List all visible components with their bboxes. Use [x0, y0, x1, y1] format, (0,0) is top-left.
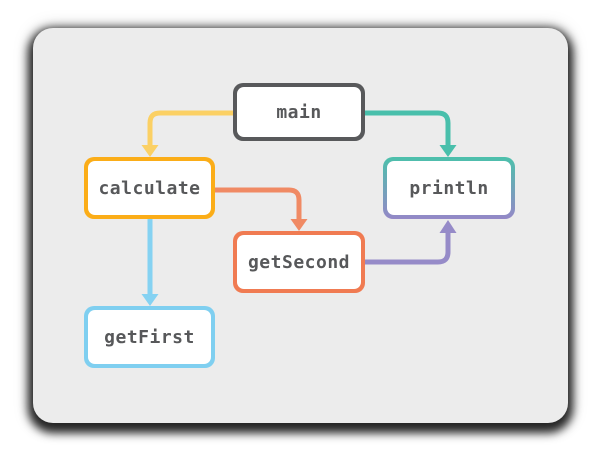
node-getSecond-label: getSecond	[247, 251, 351, 273]
node-getFirst-label: getFirst	[104, 326, 195, 348]
node-main: main	[233, 83, 365, 141]
node-println: println	[383, 157, 515, 219]
node-calculate-label: calculate	[98, 177, 201, 199]
node-getSecond: getSecond	[233, 231, 365, 293]
node-main-label: main	[276, 101, 322, 123]
node-calculate-body: calculate	[88, 161, 211, 215]
node-main-body: main	[237, 87, 361, 137]
node-getSecond-body: getSecond	[237, 235, 361, 289]
node-println-label: println	[409, 177, 489, 199]
node-calculate: calculate	[84, 157, 215, 219]
node-getFirst-body: getFirst	[88, 310, 211, 364]
node-getFirst: getFirst	[84, 306, 215, 368]
node-println-body: println	[387, 161, 511, 215]
